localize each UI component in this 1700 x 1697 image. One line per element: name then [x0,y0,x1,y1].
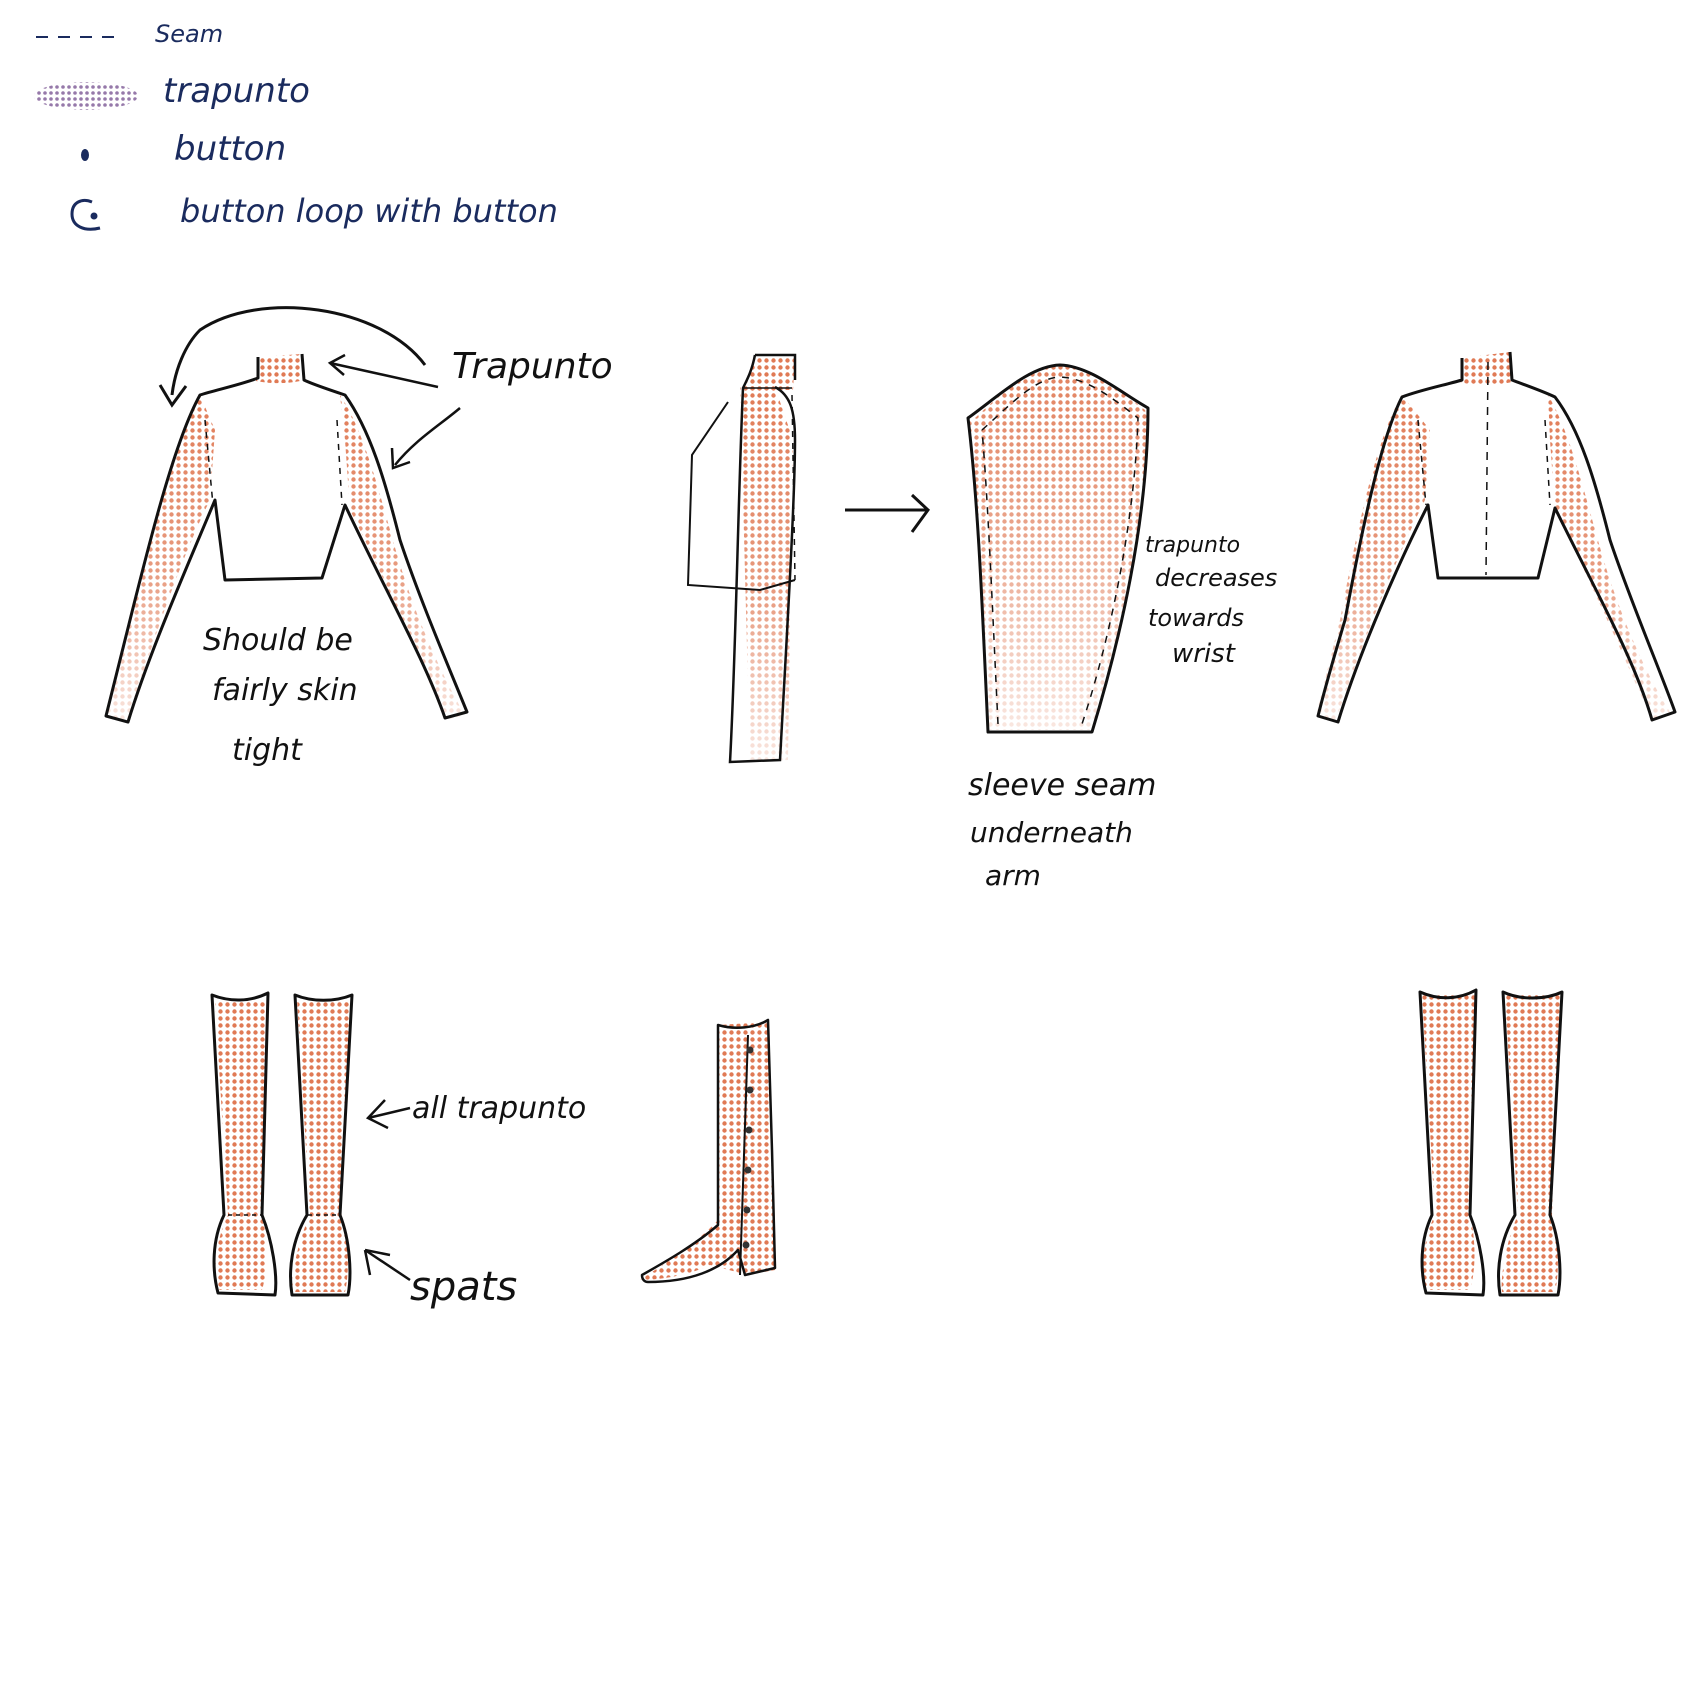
arrow-head [912,495,928,532]
legend: Seam trapunto button button loop with bu… [34,20,558,230]
legend-button-loop-label: button loop with button [180,192,558,230]
sleeve-note-line3: arm [985,859,1041,892]
top-back-view [1310,352,1690,730]
sleeve-fade [1310,380,1690,730]
collar-trapunto [256,354,304,383]
sleeve-note-line1: sleeve seam [968,768,1156,803]
button-icon [747,1047,754,1054]
decreases-note-line4: wrist [1172,639,1236,669]
decreases-note-line3: towards [1148,604,1244,632]
button-icon [743,1242,750,1249]
legend-trapunto: trapunto [34,71,310,111]
left-spat-trapunto [215,1215,267,1290]
left-spat-trapunto [1422,1215,1474,1290]
legend-seam-label: Seam [155,20,223,48]
button-icon [747,1087,754,1094]
sleeve-note-line2: underneath [970,816,1133,849]
decreases-note-line2: decreases [1155,564,1277,592]
fit-note-line2: fairly skin [212,673,358,708]
leggings-back-view [1420,990,1562,1295]
legend-seam: Seam [36,20,223,48]
legend-trapunto-label: trapunto [163,71,310,111]
fit-note-line1: Should be [203,623,353,658]
fit-note-line3: tight [232,733,303,768]
button-icon [746,1127,753,1134]
legend-button-loop: button loop with button [72,192,558,230]
button-icon [744,1207,751,1214]
legend-button-label: button [174,129,286,169]
legend-button: button [81,129,286,169]
button-icon [745,1167,752,1174]
all-trapunto-note: all trapunto [412,1091,586,1126]
leggings-front-view: all trapunto spats [212,993,586,1310]
decreases-note-line1: trapunto [1145,533,1240,558]
spats-note: spats [410,1264,517,1310]
trapunto-annotation: Trapunto [452,346,613,387]
sleeve-pattern: trapunto decreases towards wrist sleeve … [960,360,1277,892]
button-icon [81,149,89,161]
trapunto-symbol [34,82,138,110]
top-front-view: Trapunto Should be fairly skin tight [100,308,613,768]
side-leg-trapunto [640,1022,775,1280]
top-side-view [688,355,928,770]
button-icon [91,213,98,220]
leggings-side-view [640,1020,775,1282]
